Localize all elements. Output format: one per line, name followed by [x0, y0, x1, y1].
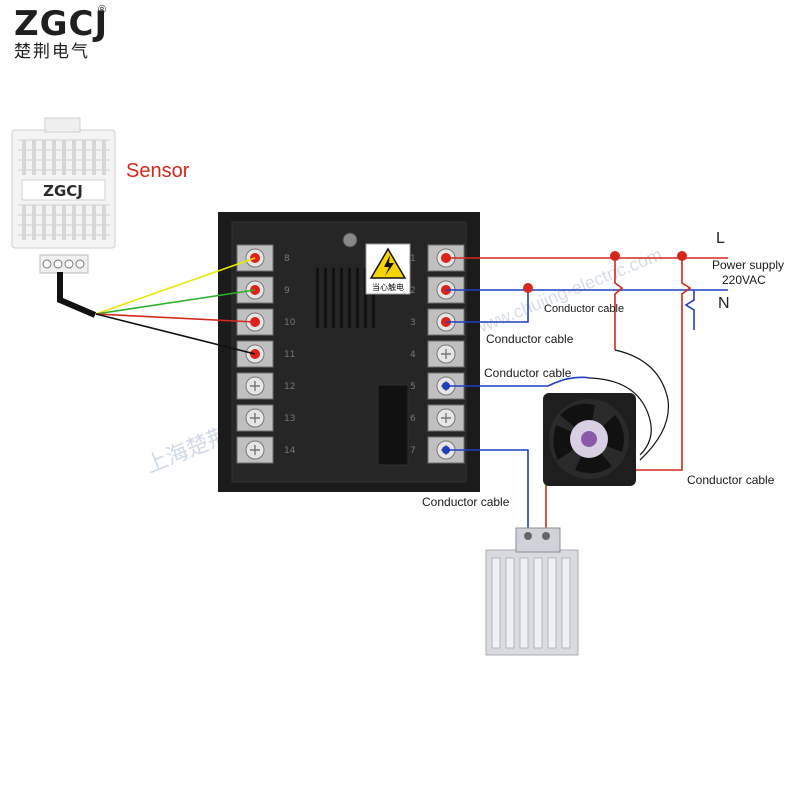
sensor-wire-red — [95, 313, 256, 323]
left-terminal-number: 12 — [284, 382, 295, 392]
left-terminal-number: 11 — [284, 350, 295, 360]
left-terminal-number: 10 — [284, 318, 296, 328]
junction-dots — [523, 251, 687, 293]
sensor-wire-yellow — [95, 257, 256, 315]
conductor-cable-label-4: Conductor cable — [687, 473, 775, 487]
brand-logo-subtitle: 楚荆电气 — [14, 42, 90, 62]
right-terminal-number: 3 — [410, 318, 416, 328]
sensor-logo: ZGCJ — [43, 182, 83, 200]
left-terminal-12: 12 — [236, 372, 295, 400]
left-terminal-number: 14 — [284, 446, 296, 456]
conductor-cable-label-1: Conductor cable — [544, 303, 625, 315]
power-supply-label: Power supply — [712, 258, 785, 272]
left-terminal-13: 13 — [236, 404, 295, 432]
left-terminal-8: 8 — [236, 244, 290, 272]
registered-mark: ® — [98, 4, 107, 16]
live-label: L — [716, 230, 725, 247]
sensor-wires — [95, 257, 256, 355]
right-terminal-number: 2 — [410, 286, 416, 296]
neutral-label: N — [718, 295, 730, 312]
left-terminal-block: 8 9 10 11 12 13 14 — [236, 244, 296, 464]
right-terminal-6: 6 — [410, 404, 465, 432]
sensor-module: ZGCJ — [11, 117, 116, 274]
sensor-wire-green — [95, 289, 256, 315]
left-terminal-number: 8 — [284, 254, 290, 264]
right-terminal-number: 1 — [410, 254, 416, 264]
left-terminal-number: 9 — [284, 286, 290, 296]
right-terminal-4: 4 — [410, 340, 465, 368]
conductor-cable-label-5: Conductor cable — [422, 495, 510, 509]
left-terminal-number: 13 — [284, 414, 295, 424]
left-terminal-14: 14 — [236, 436, 296, 464]
voltage-label: 220VAC — [722, 273, 766, 287]
conductor-cable-label-3: Conductor cable — [484, 366, 572, 380]
wire-terminal-7 — [446, 449, 529, 530]
right-terminal-number: 4 — [410, 350, 416, 360]
heater — [485, 527, 579, 656]
wire-terminal-5 — [446, 376, 591, 387]
brand-logo-mark: ZGCJ — [14, 4, 109, 44]
right-terminal-number: 5 — [410, 382, 416, 392]
right-terminal-number: 6 — [410, 414, 416, 424]
sensor-cable — [57, 272, 97, 318]
cooling-fan — [543, 393, 636, 486]
sensor-wire-black — [95, 313, 256, 355]
brand-logo: ZGCJ 楚荆电气 — [14, 6, 108, 62]
sensor-label: Sensor — [126, 160, 190, 182]
right-terminal-number: 7 — [410, 446, 416, 456]
wire-terminal-3 — [446, 290, 529, 323]
conductor-cable-label-2: Conductor cable — [486, 332, 574, 346]
warning-label: 当心触电 — [372, 282, 404, 292]
